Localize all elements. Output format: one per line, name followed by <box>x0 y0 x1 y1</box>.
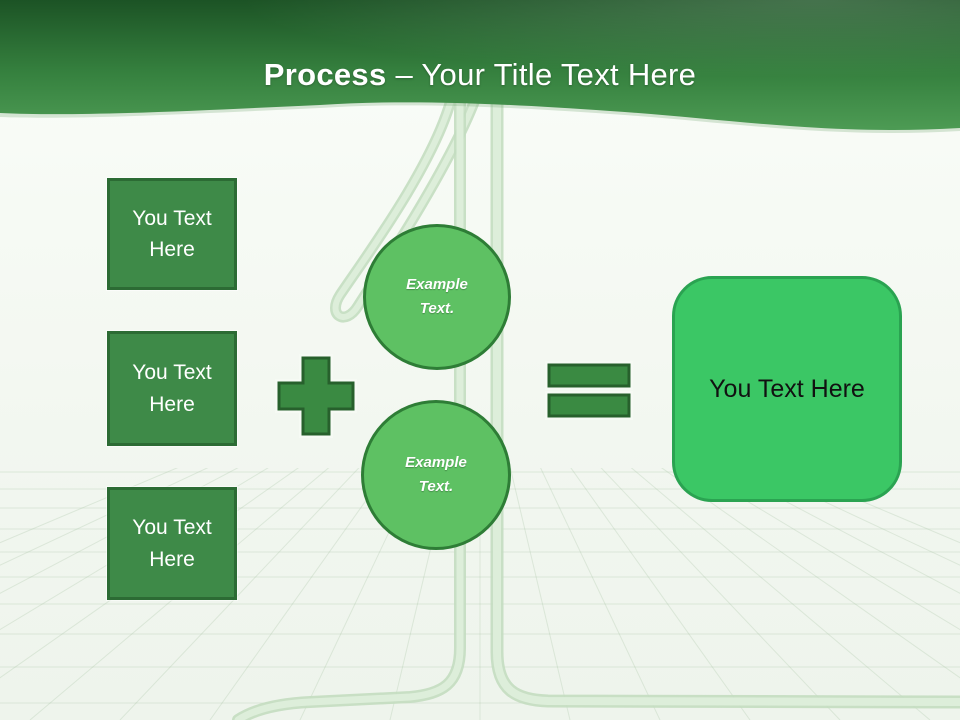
input-box-1: You Text Here <box>107 178 237 290</box>
result-box-label: You Text Here <box>709 374 865 403</box>
header-band <box>0 0 960 134</box>
input-box-3: You Text Here <box>107 487 237 600</box>
input-box-1-label: You Text Here <box>132 206 212 262</box>
example-circle-2-label: Example Text. <box>405 454 467 495</box>
floor-grid <box>0 468 960 720</box>
result-box: You Text Here <box>672 276 902 502</box>
ribbon-tubes <box>232 93 960 720</box>
example-circle-1: Example Text. <box>363 224 511 370</box>
example-circle-2: Example Text. <box>361 400 511 550</box>
equals-icon <box>545 361 633 420</box>
input-box-2: You Text Here <box>107 331 237 446</box>
plus-icon <box>275 354 357 438</box>
example-circle-1-label: Example Text. <box>406 276 468 317</box>
header-shine <box>0 0 960 131</box>
input-box-3-label: You Text Here <box>132 516 212 571</box>
input-box-2-label: You Text Here <box>132 361 212 416</box>
